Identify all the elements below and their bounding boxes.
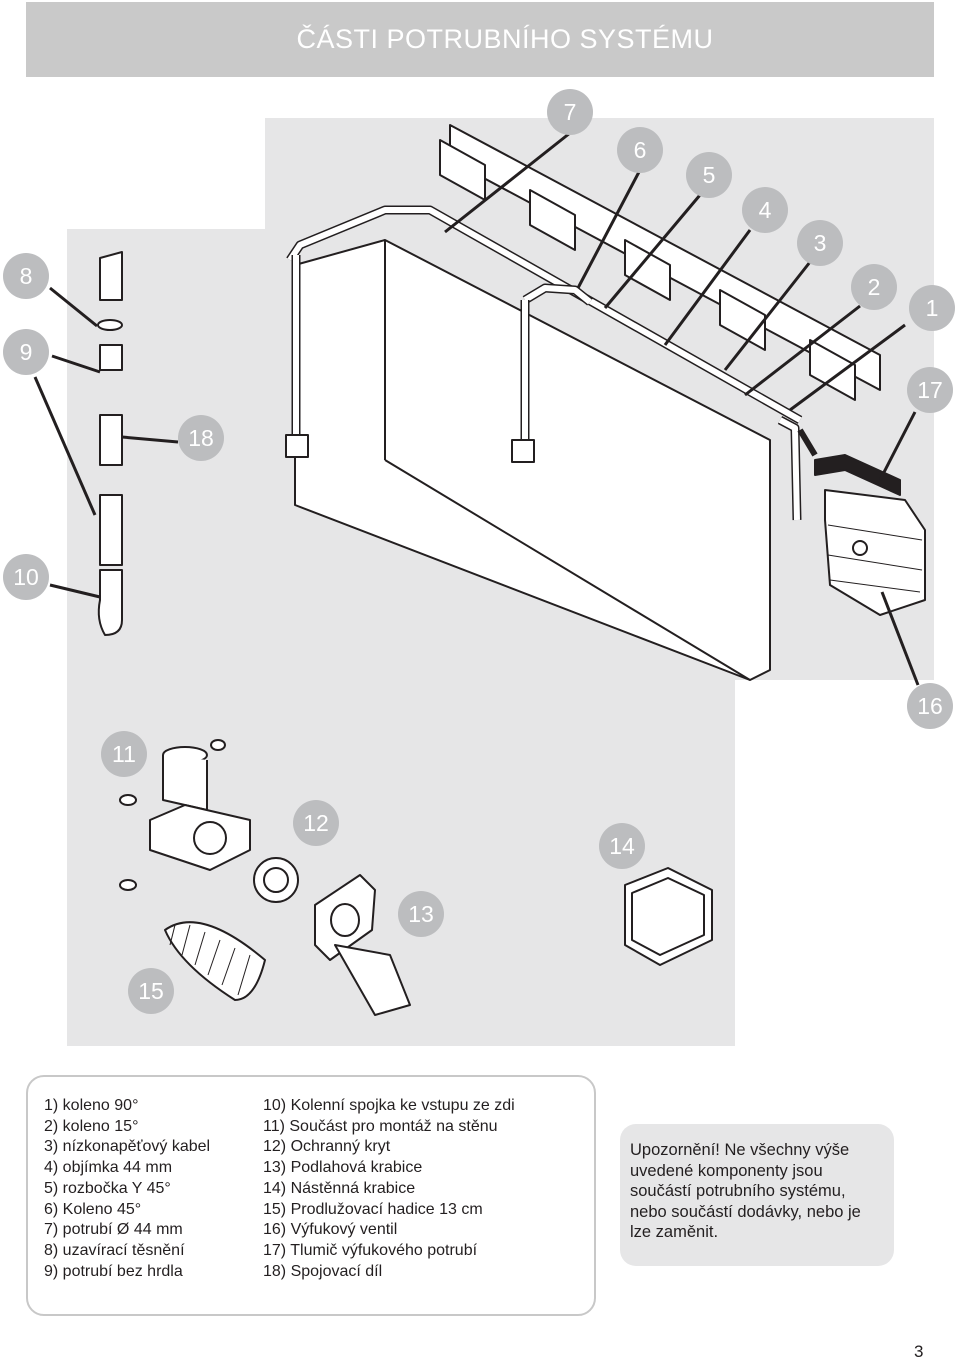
- callout-13: 13: [398, 891, 444, 937]
- legend-item: 17) Tlumič výfukového potrubí: [263, 1241, 478, 1259]
- legend-item: 10) Kolenní spojka ke vstupu ze zdi: [263, 1097, 515, 1114]
- callout-16: 16: [907, 683, 953, 729]
- legend-column-1: 1) koleno 90° 2) koleno 15° 3) nízkonapě…: [44, 1096, 210, 1282]
- legend-item: 4) objímka 44 mm: [44, 1159, 173, 1177]
- joists: [439, 139, 856, 401]
- callout-2: 2: [851, 264, 897, 310]
- callout-15: 15: [128, 968, 174, 1014]
- legend-item: 16) Výfukový ventil: [263, 1221, 398, 1239]
- legend-item: 3) nízkonapěťový kabel: [44, 1138, 211, 1156]
- callout-3: 3: [797, 220, 843, 266]
- callout-10: 10: [3, 554, 49, 600]
- protective-cover: [253, 857, 299, 903]
- leader-lines: [33, 131, 920, 686]
- callout-17: 17: [907, 367, 953, 413]
- callout-8: 8: [3, 253, 49, 299]
- page-title: ČÁSTI POTRUBNÍHO SYSTÉMU: [296, 24, 714, 54]
- legend-item: 12) Ochranný kryt: [263, 1138, 391, 1156]
- component-stack: [97, 251, 123, 636]
- wall-mount-part: [119, 739, 251, 891]
- legend-column-2: 10) Kolenní spojka ke vstupu ze zdi 11) …: [263, 1096, 515, 1282]
- title-bar: ČÁSTI POTRUBNÍHO SYSTÉMU: [26, 2, 934, 77]
- page-number: 3: [914, 1342, 924, 1361]
- legend-item: 11) Součást pro montáž na stěnu: [263, 1117, 498, 1135]
- callout-6: 6: [617, 127, 663, 173]
- callout-14: 14: [599, 823, 645, 869]
- legend-item: 6) Koleno 45°: [44, 1200, 142, 1218]
- inlet-box-2: [511, 439, 535, 463]
- extension-hose: [164, 921, 266, 1001]
- legend-item: 5) rozbočka Y 45°: [44, 1179, 171, 1197]
- muffler: [814, 454, 901, 496]
- legend-item: 14) Nástěnná krabice: [263, 1179, 416, 1197]
- legend-box: 1) koleno 90° 2) koleno 15° 3) nízkonapě…: [26, 1075, 596, 1316]
- legend-item: 18) Spojovací díl: [263, 1262, 383, 1280]
- callout-18: 18: [178, 415, 224, 461]
- callout-9: 9: [3, 329, 49, 375]
- legend-item: 15) Prodlužovací hadice 13 cm: [263, 1200, 483, 1218]
- wall-box: [624, 867, 713, 966]
- floor-box: [314, 874, 411, 1016]
- callout-12: 12: [293, 800, 339, 846]
- legend-item: 2) koleno 15°: [44, 1117, 139, 1135]
- legend-item: 13) Podlahová krabice: [263, 1159, 423, 1177]
- callout-11: 11: [101, 731, 147, 777]
- legend-item: 1) koleno 90°: [44, 1097, 139, 1114]
- note-box: Upozornění! Ne všechny výše uvedené komp…: [620, 1124, 894, 1266]
- legend-item: 8) uzavírací těsnění: [44, 1241, 185, 1259]
- callout-1: 1: [909, 285, 955, 331]
- inlet-box-1: [285, 434, 309, 458]
- legend-item: 7) potrubí Ø 44 mm: [44, 1221, 183, 1239]
- callout-7: 7: [547, 89, 593, 135]
- legend-item: 9) potrubí bez hrdla: [44, 1262, 183, 1280]
- callout-4: 4: [742, 187, 788, 233]
- callout-5: 5: [686, 152, 732, 198]
- note-text: Upozornění! Ne všechny výše uvedené komp…: [630, 1141, 861, 1241]
- central-unit: [824, 489, 926, 616]
